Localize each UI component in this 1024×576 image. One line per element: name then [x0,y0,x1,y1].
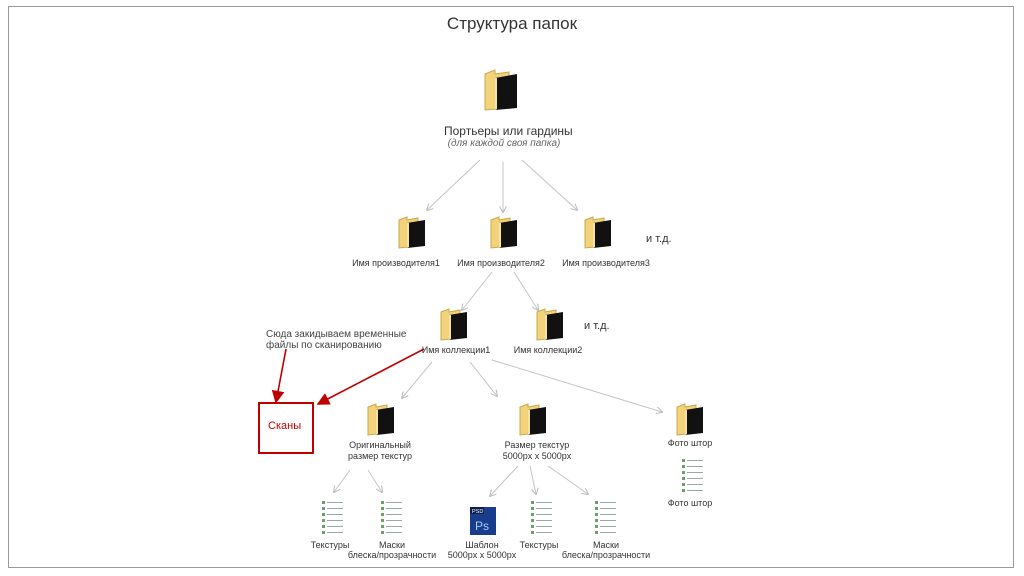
original-size-label-1: Оригинальный [349,440,411,450]
photo-files-icon[interactable] [682,458,704,494]
photo-folder-label: Фото штор [667,438,713,448]
scans-note-line2: файлы по сканированию [266,340,382,351]
masks-1-label-1: Маски [378,540,406,550]
collection-1-label: Имя коллекции1 [421,345,491,355]
masks-1-label-2: блеска/прозрачности [347,550,437,560]
arrow-size-template [490,465,519,496]
scans-note: Сюда закидываем временные файлы по скани… [266,329,406,351]
arrow-root-m1 [427,159,481,210]
arrow-orig-textures [334,469,351,492]
arrow-c1-size [469,361,497,396]
arrow-size-textures [529,465,536,494]
texture-size-label-2: 5000px x 5000px [502,451,572,461]
manufacturer-1-label: Имя производителя1 [352,258,440,268]
red-arrow-note-scans [271,348,287,404]
root-label: Портьеры или гардины [444,124,573,138]
folder-icon[interactable] [676,402,704,436]
folder-icon[interactable] [398,215,426,249]
texture-files-icon[interactable] [322,500,344,536]
photoshop-file-icon[interactable]: PSD Ps [469,506,497,536]
svg-text:Ps: Ps [475,519,489,533]
textures-2-label: Текстуры [519,540,559,550]
folder-icon[interactable] [483,68,519,112]
page-title: Структура папок [446,14,578,33]
manufacturers-etc: и т.д. [646,233,672,245]
arrow-m2-c1 [462,271,493,310]
slide-frame [8,6,1014,568]
folder-icon[interactable] [367,402,395,436]
arrow-root-m3 [521,159,577,210]
red-arrow-collection-scans [316,348,425,405]
svg-text:PSD: PSD [472,509,483,515]
template-label-1: Шаблон [465,540,499,550]
textures-1-label: Текстуры [310,540,350,550]
scans-label: Сканы [268,420,302,432]
arrow-c1-original [402,361,433,398]
arrow-size-masks [547,465,588,494]
folder-icon[interactable] [490,215,518,249]
folder-icon[interactable] [519,402,547,436]
original-size-label-2: размер текстур [348,451,412,461]
masks-2-label-1: Маски [592,540,620,550]
manufacturer-2-label: Имя производителя2 [457,258,545,268]
root-sublabel: (для каждой своя папка) [447,138,561,149]
scans-folder-box[interactable]: Сканы [258,402,314,454]
texture-files-icon[interactable] [531,500,553,536]
mask-files-icon[interactable] [595,500,617,536]
manufacturer-3-label: Имя производителя3 [562,258,650,268]
arrow-m2-c2 [513,271,538,310]
photo-files-label: Фото штор [667,498,713,508]
scans-note-line1: Сюда закидываем временные [266,329,407,340]
folder-icon[interactable] [536,307,564,341]
collections-etc: и т.д. [584,320,610,332]
template-label-2: 5000px x 5000px [447,550,517,560]
folder-icon[interactable] [584,215,612,249]
mask-files-icon[interactable] [381,500,403,536]
masks-2-label-2: блеска/прозрачности [561,550,651,560]
collection-2-label: Имя коллекции2 [513,345,583,355]
texture-size-label-1: Размер текстур [504,440,570,450]
arrow-orig-masks [367,469,382,492]
folder-icon[interactable] [440,307,468,341]
arrow-c1-photo [491,359,662,412]
